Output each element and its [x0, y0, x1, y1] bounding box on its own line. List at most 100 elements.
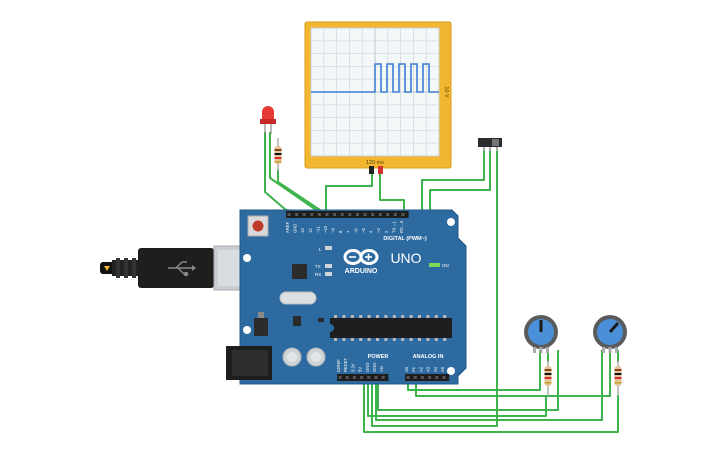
header-pin-reset[interactable] [345, 376, 349, 379]
pin-label: A5 [440, 366, 445, 372]
header-pin-12[interactable] [310, 213, 314, 216]
wire-switch-a[interactable] [421, 148, 485, 214]
digital-label: DIGITAL (PWM~) [383, 236, 427, 242]
led-tx-label: TX [315, 264, 321, 269]
header-pin-vin[interactable] [381, 376, 385, 379]
oscilloscope[interactable]: 120 ms 10 V [304, 21, 452, 174]
power-label: POWER [368, 354, 389, 360]
board-model: UNO [390, 250, 421, 266]
header-pin-a1[interactable] [413, 376, 417, 379]
potentiometer-2[interactable] [593, 315, 627, 353]
pin-label: ~5 [361, 228, 366, 233]
wire-switch-b[interactable] [429, 148, 491, 214]
header-pin-a0[interactable] [406, 376, 410, 379]
analog-label: ANALOG IN [413, 354, 444, 360]
wires [264, 132, 619, 433]
header-pin-10[interactable] [325, 213, 329, 216]
pin-label: 7 [346, 230, 351, 233]
logo-text: ARDUINO [345, 268, 378, 275]
pin-label: ~6 [353, 228, 358, 233]
header-pin-13[interactable] [302, 213, 306, 216]
scope-probe-black[interactable] [369, 166, 374, 174]
header-pin-gnd[interactable] [367, 376, 371, 379]
header-pin-gnd[interactable] [374, 376, 378, 379]
pin-label: A0 [404, 366, 409, 372]
pin-label: 12 [308, 228, 313, 233]
wire-resistor-to-pin[interactable] [277, 170, 327, 215]
pot2-resistor[interactable] [614, 360, 622, 396]
wire-scope-gnd[interactable] [325, 172, 373, 214]
header-pin-aref[interactable] [287, 213, 291, 216]
header-pin-3[interactable] [378, 213, 382, 216]
scope-trace [311, 63, 439, 93]
pin-label: ~11 [315, 226, 320, 233]
pin-label: Vin [379, 365, 384, 372]
pin-label: A3 [426, 366, 431, 372]
header-pin-gnd[interactable] [295, 213, 299, 216]
header-pin-tx1[interactable] [393, 213, 397, 216]
header-pin-a4[interactable] [435, 376, 439, 379]
wire-a1-pot2[interactable] [415, 350, 611, 397]
on-label: ON [442, 263, 449, 268]
pot1-resistor[interactable] [544, 360, 552, 396]
red-led[interactable] [260, 106, 276, 134]
wire-switch-c[interactable] [371, 148, 498, 427]
scope-probe-red[interactable] [378, 166, 383, 174]
header-pin-7[interactable] [348, 213, 352, 216]
atmega-chip [330, 315, 452, 341]
header-pin-6[interactable] [355, 213, 359, 216]
pin-label: RESET [343, 358, 348, 372]
header-pin-8[interactable] [340, 213, 344, 216]
header-pin-a5[interactable] [442, 376, 446, 379]
pin-label: RX←0 [399, 220, 404, 233]
header-pin-4[interactable] [371, 213, 375, 216]
crystal [279, 291, 317, 305]
header-pin-ioref[interactable] [338, 376, 342, 379]
header-pin-33v[interactable] [352, 376, 356, 379]
arduino-logo-icon [343, 249, 379, 265]
header-pin-5v[interactable] [360, 376, 364, 379]
header-pin-2[interactable] [386, 213, 390, 216]
pin-label: A1 [411, 366, 416, 372]
pin-label: A4 [433, 366, 438, 372]
wire-pot1-vcc[interactable] [377, 350, 559, 411]
wire-gnd-bus-2[interactable] [375, 350, 603, 421]
led-rx-label: RX [315, 272, 321, 277]
pin-label: AREF [285, 221, 290, 233]
header-pin-5[interactable] [363, 213, 367, 216]
header-pin-11[interactable] [317, 213, 321, 216]
pin-label: 13 [300, 228, 305, 233]
wire-gnd-bus[interactable] [367, 378, 547, 417]
led-dome [262, 106, 274, 120]
led-l-label: L [319, 247, 322, 252]
pin-label: 5V [358, 367, 363, 372]
pin-label: GND [372, 363, 377, 372]
potentiometer-1[interactable] [524, 315, 558, 353]
wire-scope-signal[interactable] [379, 172, 405, 214]
board-pcb [239, 209, 467, 385]
header-pin-9[interactable] [333, 213, 337, 216]
wire-led-to-gnd[interactable] [269, 132, 323, 215]
pin-label: A2 [418, 366, 423, 372]
scope-volt-label: 10 V [443, 86, 449, 98]
slide-switch[interactable] [478, 138, 502, 151]
wire-5v-bus[interactable] [363, 378, 619, 433]
pin-label: 2 [384, 230, 389, 233]
reset-button[interactable] [247, 215, 269, 237]
pin-label: 8 [338, 230, 343, 233]
scope-time-label: 120 ms [366, 160, 384, 166]
pin-label: GND [365, 363, 370, 372]
usb-chip [292, 264, 307, 279]
header-pin-a3[interactable] [428, 376, 432, 379]
voltage-regulator [254, 318, 268, 336]
led-resistor[interactable] [274, 138, 282, 172]
header-pin-a2[interactable] [420, 376, 424, 379]
pin-label: ~9 [331, 228, 336, 233]
header-pin-rx0[interactable] [401, 213, 405, 216]
pin-label: 3.3V [350, 363, 355, 372]
